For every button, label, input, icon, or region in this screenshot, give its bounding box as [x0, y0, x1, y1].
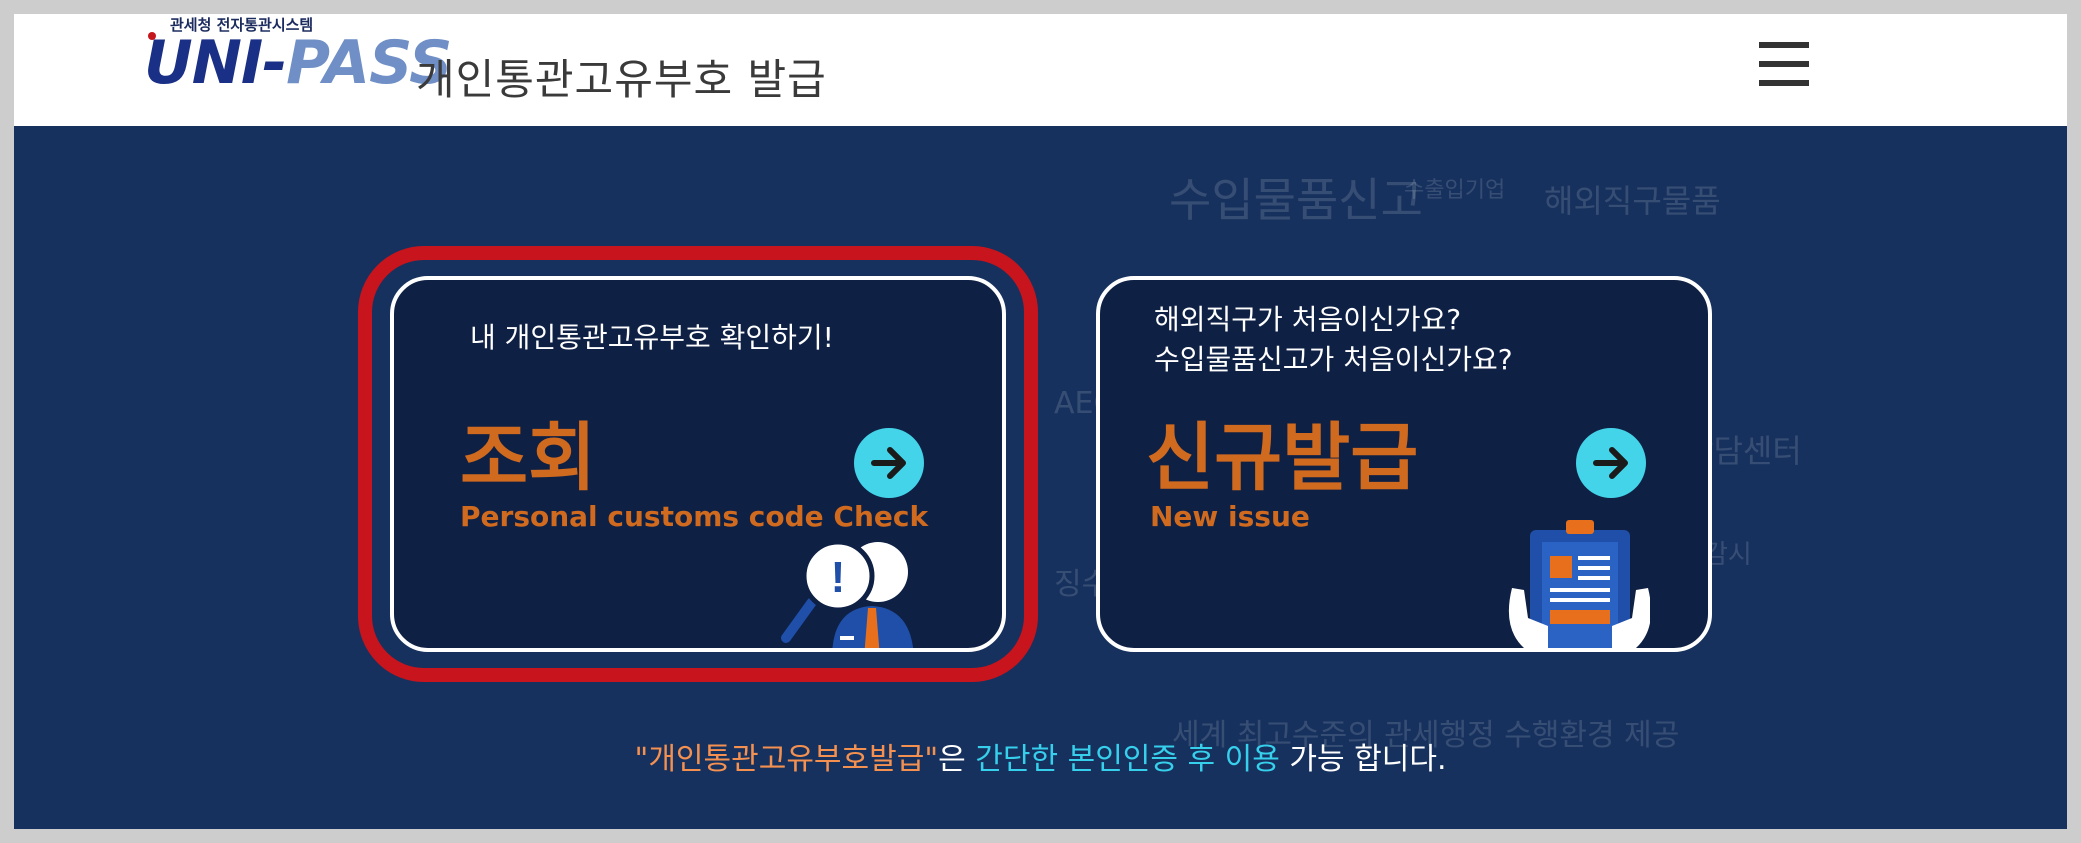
notice-part-4: 가능 합니다.: [1279, 742, 1447, 777]
check-card-lead: 내 개인통관고유부호 확인하기!: [470, 321, 834, 354]
logo-brand-part-b: PASS: [286, 28, 452, 98]
page-title: 개인통관고유부호 발급: [416, 55, 827, 104]
cloud-word: 수출입기업: [1404, 178, 1506, 203]
new-issue-card[interactable]: 해외직구가 처음이신가요? 수입물품신고가 처음이신가요? 신규발급 New i…: [1096, 276, 1712, 652]
header: 관세청 전자통관시스템 UNI-PASS 개인통관고유부호 발급: [14, 14, 2067, 126]
cloud-word: 수입물품신고: [1169, 173, 1423, 227]
unipass-logo[interactable]: 관세청 전자통관시스템 UNI-PASS: [144, 14, 452, 114]
logo-subtitle: 관세청 전자통관시스템: [170, 16, 314, 34]
arrow-right-icon[interactable]: [854, 428, 924, 498]
magnifier-person-icon: !: [781, 539, 914, 648]
new-card-lead-1: 해외직구가 처음이신가요?: [1154, 303, 1462, 336]
new-card-subtitle: New issue: [1150, 500, 1310, 533]
selection-highlight: [358, 246, 1038, 682]
cloud-word: 해외직구물품: [1544, 182, 1721, 220]
notice-part-2: 은: [938, 742, 976, 777]
logo-dot: [148, 32, 156, 40]
check-card-subtitle: Personal customs code Check: [460, 500, 929, 533]
notice-highlight: 간단한 본인인증 후 이용: [975, 742, 1280, 777]
new-card-title: 신규발급: [1146, 415, 1419, 501]
usage-notice: "개인통관고유부호발급"은 간단한 본인인증 후 이용 가능 합니다.: [14, 734, 2067, 778]
page-frame: 관세청 전자통관시스템 UNI-PASS 개인통관고유부호 발급 수입물품신고 …: [14, 14, 2067, 829]
clipboard-document-icon: [1508, 520, 1650, 648]
logo-brand: UNI-PASS: [144, 28, 452, 98]
svg-text:!: !: [831, 553, 846, 602]
arrow-right-icon[interactable]: [1576, 428, 1646, 498]
notice-service-name: "개인통관고유부호발급": [634, 742, 939, 777]
check-code-card[interactable]: 내 개인통관고유부호 확인하기! 조회 Personal customs cod…: [390, 276, 1006, 652]
new-card-lead-2: 수입물품신고가 처음이신가요?: [1154, 343, 1513, 376]
logo-brand-part-a: UNI-: [144, 28, 287, 98]
check-card-title: 조회: [460, 415, 597, 501]
hamburger-menu-icon[interactable]: [1759, 42, 1809, 86]
